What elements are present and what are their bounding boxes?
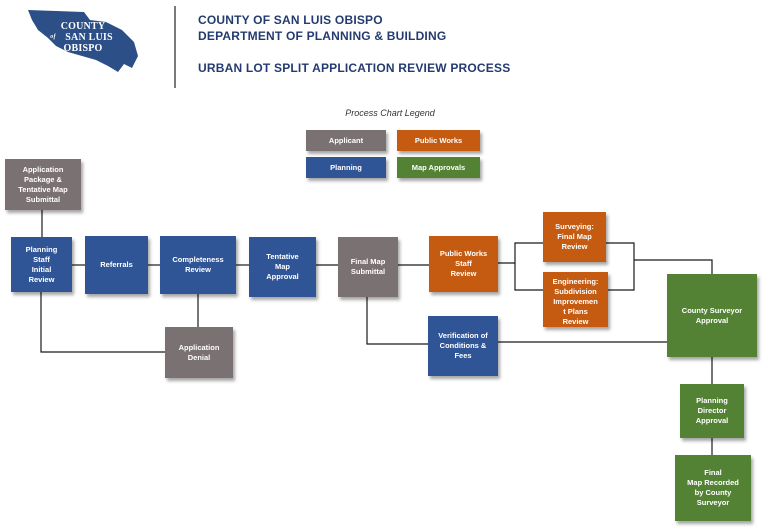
department-name: DEPARTMENT OF PLANNING & BUILDING xyxy=(198,29,447,43)
step-application-package: Application Package & Tentative Map Subm… xyxy=(5,159,81,210)
connector-initial-review-to-denial xyxy=(40,292,165,353)
legend-applicant: Applicant xyxy=(306,130,386,151)
logo-word-san-luis: SAN LUIS xyxy=(65,32,113,43)
step-verification-of-conditions-fees: Verification of Conditions & Fees xyxy=(428,316,498,376)
county-map-silhouette xyxy=(28,10,138,72)
county-name: COUNTY OF SAN LUIS OBISPO xyxy=(198,13,383,27)
logo-word-county: COUNTY xyxy=(60,21,106,32)
page-title: URBAN LOT SPLIT APPLICATION REVIEW PROCE… xyxy=(198,61,511,75)
connector-final-submittal-to-verification xyxy=(366,297,428,345)
legend-title: Process Chart Legend xyxy=(345,108,435,118)
step-engineering-improvement-plans-review: Engineering: Subdivision Improvemen t Pl… xyxy=(543,272,608,327)
connector-reviews-to-surveyor xyxy=(634,259,713,274)
logo-word-of: of xyxy=(50,34,56,40)
step-county-surveyor-approval: County Surveyor Approval xyxy=(667,274,757,357)
step-final-map-recorded: Final Map Recorded by County Surveyor xyxy=(675,455,751,521)
step-planning-director-approval: Planning Director Approval xyxy=(680,384,744,438)
step-completeness-review: Completeness Review xyxy=(160,236,236,294)
legend-map-approvals: Map Approvals xyxy=(397,157,480,178)
legend-planning: Planning xyxy=(306,157,386,178)
connector-review-merge xyxy=(606,242,635,291)
step-tentative-map-approval: Tentative Map Approval xyxy=(249,237,316,297)
legend-public-works: Public Works xyxy=(397,130,480,151)
step-planning-staff-initial-review: Planning Staff Initial Review xyxy=(11,237,72,292)
connector-pw-to-engineering xyxy=(514,263,543,291)
step-public-works-staff-review: Public Works Staff Review xyxy=(429,236,498,292)
step-application-denial: Application Denial xyxy=(165,327,233,378)
step-referrals: Referrals xyxy=(85,236,148,294)
header-divider xyxy=(174,6,176,88)
step-final-map-submittal: Final Map Submittal xyxy=(338,237,398,297)
logo-word-obispo: OBISPO xyxy=(63,43,103,54)
connector-pw-to-surveying xyxy=(498,242,543,264)
step-surveying-final-map-review: Surveying: Final Map Review xyxy=(543,212,606,262)
county-logo: COUNTY of SAN LUIS OBISPO xyxy=(26,8,140,78)
